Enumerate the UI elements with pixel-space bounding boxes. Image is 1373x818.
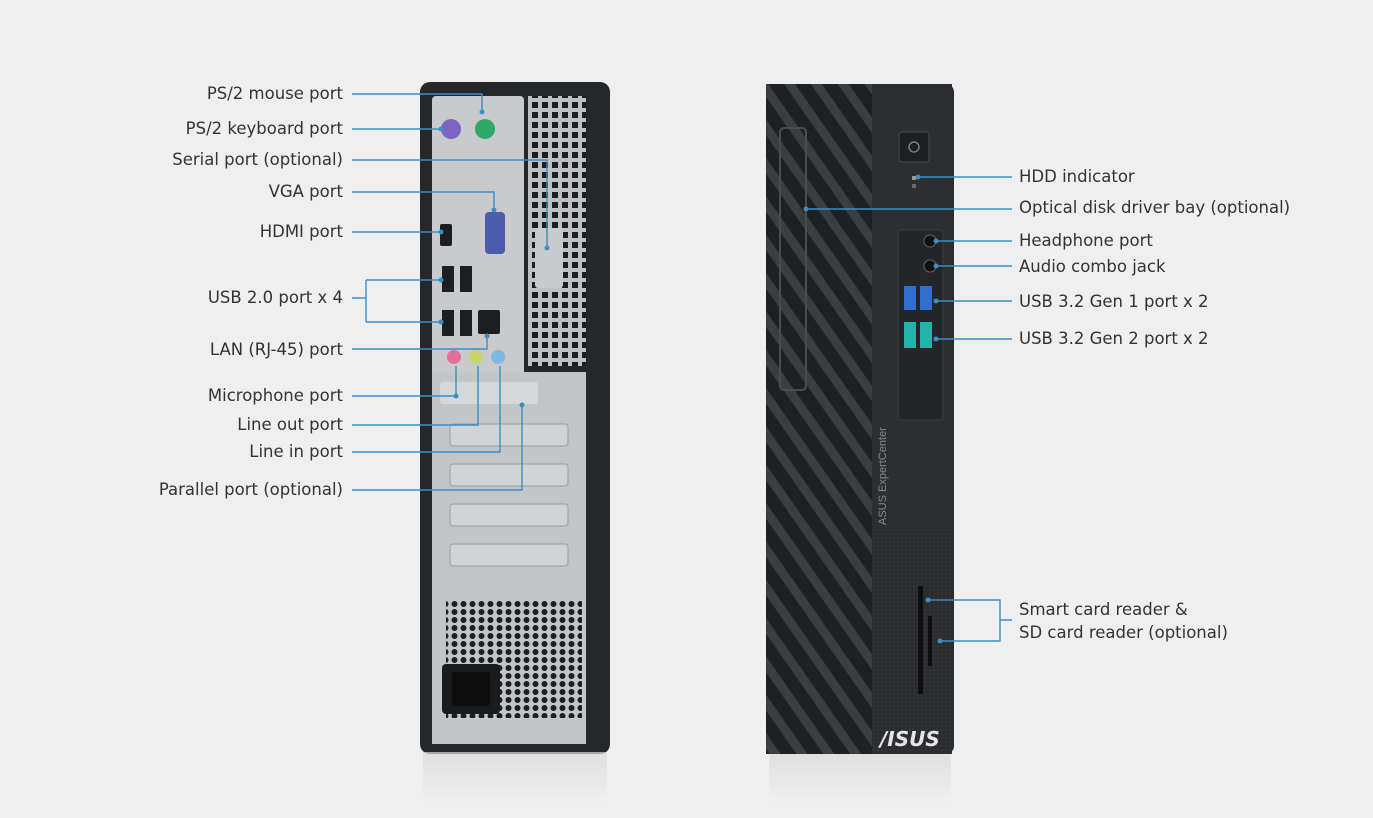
usb32-gen1-connector	[920, 286, 932, 310]
io-plate	[432, 96, 524, 378]
label-usb32g1: USB 3.2 Gen 1 port x 2	[1019, 292, 1209, 311]
hdd-led	[912, 176, 916, 180]
callout-line-out	[352, 366, 479, 426]
front-view: ASUS ExpertCenter /ISUS	[766, 84, 954, 802]
label-lan: LAN (RJ-45) port	[209, 340, 343, 359]
hdmi-connector	[440, 224, 452, 246]
callout-parallel	[352, 405, 523, 491]
label-line-in: Line in port	[249, 442, 343, 461]
label-ps2-keyboard: PS/2 keyboard port	[185, 119, 343, 138]
callout-card-reader	[928, 599, 1012, 642]
striped-panel	[766, 84, 872, 754]
callout-vga	[352, 191, 495, 210]
parallel-knockout	[440, 382, 538, 404]
label-card-reader: Smart card reader & SD card reader (opti…	[1019, 600, 1228, 642]
vertical-brand-text: ASUS ExpertCenter	[877, 427, 889, 525]
optical-bay	[779, 127, 807, 391]
label-ps2-mouse: PS/2 mouse port	[206, 84, 343, 103]
usb20-connector	[442, 266, 454, 292]
power-button	[898, 131, 930, 163]
expansion-slots	[449, 423, 569, 567]
ps2-mouse-connector	[475, 119, 495, 139]
label-mic: Microphone port	[207, 386, 343, 405]
lan-connector	[478, 310, 500, 334]
label-hdd: HDD indicator	[1019, 167, 1135, 186]
usb32-gen1-connector	[904, 286, 916, 310]
label-audio-combo: Audio combo jack	[1019, 257, 1166, 276]
label-odd: Optical disk driver bay (optional)	[1019, 198, 1291, 217]
callout-dots	[438, 109, 943, 644]
asus-logo: /ISUS	[878, 727, 940, 751]
usb32-gen2-connector	[904, 322, 916, 348]
sd-card-slot	[928, 616, 932, 666]
line-out-jack	[469, 350, 483, 364]
ps2-keyboard-connector	[441, 119, 461, 139]
smart-card-slot	[918, 586, 923, 694]
callout-lan	[352, 336, 488, 350]
serial-knockout	[535, 228, 563, 288]
label-vga: VGA port	[268, 182, 343, 201]
usb32-gen2-connector	[920, 322, 932, 348]
usb20-connector	[442, 310, 454, 336]
callout-line-in	[352, 366, 501, 453]
callout-serial	[352, 159, 548, 248]
label-hdmi: HDMI port	[259, 222, 343, 241]
callout-ps2-mouse	[352, 93, 483, 112]
label-serial: Serial port (optional)	[172, 150, 343, 169]
line-in-jack	[491, 350, 505, 364]
label-line-out: Line out port	[237, 415, 343, 434]
rear-view	[420, 82, 610, 802]
mic-jack	[447, 350, 461, 364]
label-usb20: USB 2.0 port x 4	[207, 288, 343, 307]
vga-connector	[485, 212, 505, 254]
usb20-connector	[460, 266, 472, 292]
label-parallel: Parallel port (optional)	[158, 480, 343, 499]
callout-usb20	[352, 279, 441, 323]
label-headphone: Headphone port	[1019, 231, 1153, 250]
label-usb32g2: USB 3.2 Gen 2 port x 2	[1019, 329, 1209, 348]
usb20-connector	[460, 310, 472, 336]
